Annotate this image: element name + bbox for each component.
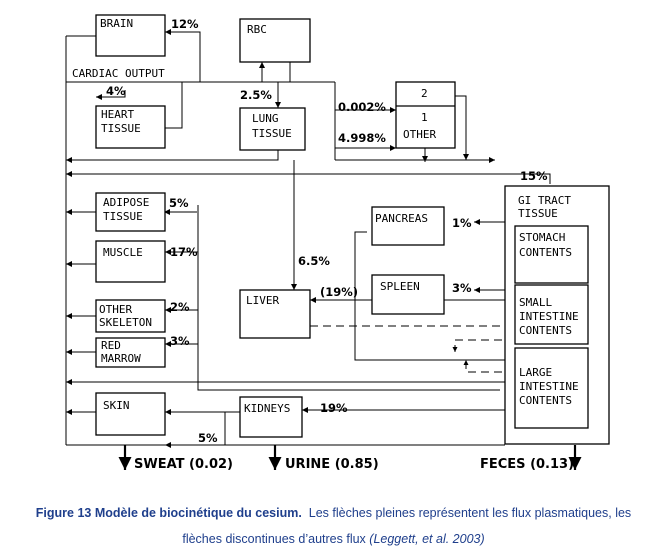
lung-tissue-box <box>239 107 306 151</box>
spleen-box <box>371 274 445 315</box>
large-intestine-label-1: LARGE <box>519 366 552 379</box>
other-skeleton-box <box>95 299 166 333</box>
other-label-mid: 1 <box>421 111 428 124</box>
adipose-pct: 5% <box>169 196 189 210</box>
gi-pct: 15% <box>520 169 548 183</box>
urine-output-label: URINE (0.85) <box>285 457 379 472</box>
small-intestine-box <box>514 284 589 345</box>
kidneys-box <box>239 396 303 438</box>
stomach-label-1: STOMACH <box>519 231 565 244</box>
other-label-top: 2 <box>421 87 428 100</box>
stomach-box <box>514 225 589 284</box>
stomach-label-2: CONTENTS <box>519 246 572 259</box>
lung-pct: 2.5% <box>240 88 272 102</box>
other-skeleton-label-1: OTHER <box>99 303 132 316</box>
rbc-box <box>239 18 311 63</box>
other-box <box>395 81 456 149</box>
figure-caption-title: Figure 13 Modèle de biocinétique du cesi… <box>35 506 302 520</box>
figure-caption-text-2: flèches discontinues d’autres flux <box>182 532 366 546</box>
brain-label: BRAIN <box>100 17 133 30</box>
red-marrow-label-2: MARROW <box>101 352 141 365</box>
muscle-pct: 17% <box>170 245 198 259</box>
adipose-label-2: TISSUE <box>103 210 143 223</box>
lung-label-2: TISSUE <box>252 127 292 140</box>
skin-label: SKIN <box>103 399 130 412</box>
kidneys-pct: 19% <box>320 401 348 415</box>
liver-label: LIVER <box>246 294 279 307</box>
adipose-box <box>95 192 166 232</box>
pancreas-box <box>371 206 445 246</box>
figure-caption-text-1: Les flèches pleines représentent les flu… <box>308 506 632 520</box>
spleen-label: SPLEEN <box>380 280 420 293</box>
small-intestine-label-2: INTESTINE <box>519 310 579 323</box>
rbc-label: RBC <box>247 23 267 36</box>
large-intestine-box <box>514 347 589 429</box>
sweat-output-label: SWEAT (0.02) <box>134 457 233 472</box>
liver-box <box>239 289 311 339</box>
other-pct-a: 0.002% <box>338 100 386 114</box>
heart-pct: 4% <box>106 84 126 98</box>
brain-box <box>95 14 166 57</box>
heart-tissue-box <box>95 105 166 149</box>
red-marrow-label-1: RED <box>101 339 121 352</box>
biokinetic-model-diagram: BRAIN RBC HEART TISSUE LUNG TISSUE 2 1 O… <box>65 14 610 472</box>
other-label-bot: OTHER <box>403 128 436 141</box>
feces-output-label: FECES (0.13) <box>480 457 574 472</box>
red-marrow-pct: 3% <box>170 334 190 348</box>
figure-caption-citation: (Leggett, et al. 2003) <box>369 532 485 546</box>
gi-tract-label-1: GI TRACT <box>518 194 571 207</box>
skin-pct: 5% <box>198 431 218 445</box>
skin-box <box>95 392 166 436</box>
adipose-label-1: ADIPOSE <box>103 196 149 209</box>
pancreas-label: PANCREAS <box>375 212 428 225</box>
other-pct-b: 4.998% <box>338 131 386 145</box>
red-marrow-box <box>95 337 166 368</box>
compartment-boxes <box>95 14 610 445</box>
kidneys-label: KIDNEYS <box>244 402 290 415</box>
large-intestine-label-3: CONTENTS <box>519 394 572 407</box>
large-intestine-label-2: INTESTINE <box>519 380 579 393</box>
figure-caption-line-2: flèches discontinues d’autres flux (Legg… <box>0 532 667 546</box>
spleen-pct: 3% <box>452 281 472 295</box>
gi-tract-label-2: TISSUE <box>518 207 558 220</box>
other-skeleton-label-2: SKELETON <box>99 316 152 329</box>
heart-label-1: HEART <box>101 108 134 121</box>
liver-paren-pct: (19%) <box>320 285 358 299</box>
flow-lines <box>65 29 597 470</box>
small-intestine-label-3: CONTENTS <box>519 324 572 337</box>
brain-pct: 12% <box>171 17 199 31</box>
lung-label-1: LUNG <box>252 112 279 125</box>
other-skeleton-pct: 2% <box>170 300 190 314</box>
muscle-box <box>95 240 166 283</box>
liver-pct: 6.5% <box>298 254 330 268</box>
dashed-flow-lines <box>310 325 515 373</box>
pancreas-pct: 1% <box>452 216 472 230</box>
figure-caption-line-1: Figure 13 Modèle de biocinétique du cesi… <box>0 506 667 520</box>
heart-label-2: TISSUE <box>101 122 141 135</box>
muscle-label: MUSCLE <box>103 246 143 259</box>
cardiac-output-label: CARDIAC OUTPUT <box>72 67 165 80</box>
small-intestine-label-1: SMALL <box>519 296 552 309</box>
